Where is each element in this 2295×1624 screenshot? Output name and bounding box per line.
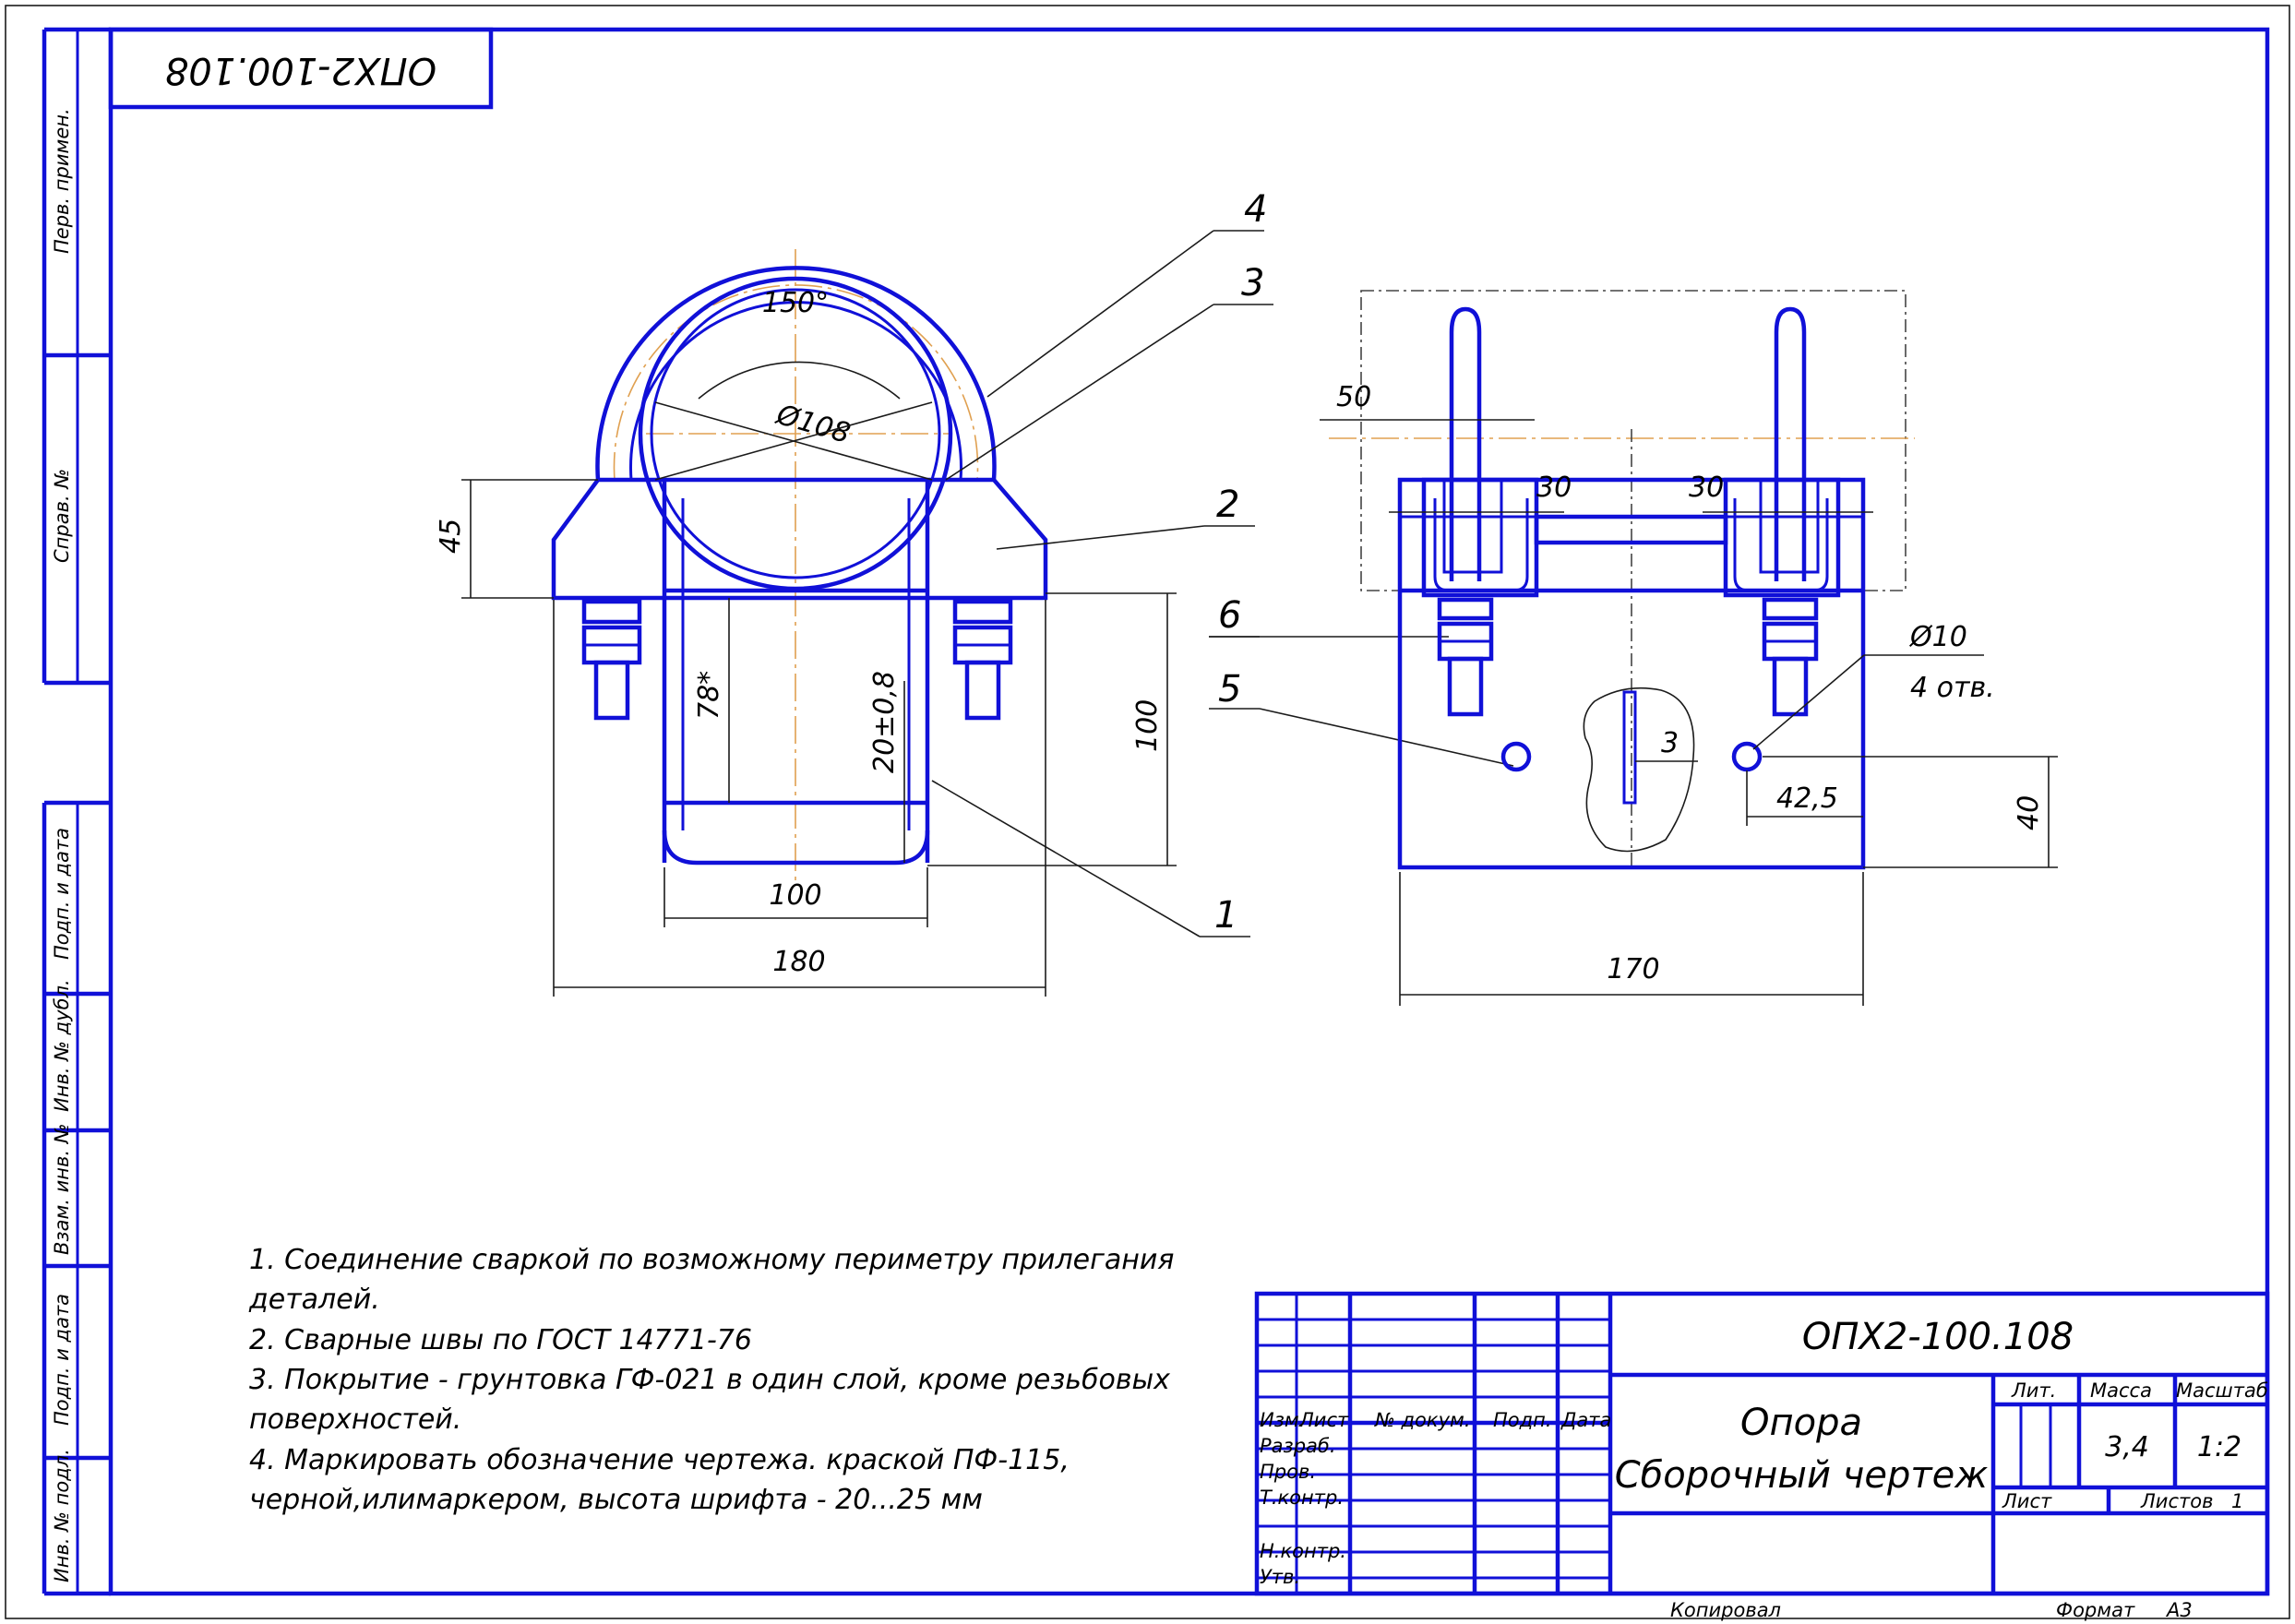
mass-label: Масса: [2090, 1379, 2152, 1402]
scale-label: Масштаб: [2176, 1379, 2268, 1402]
front-view: 150° Ø108 45 78* 20±0,8 100 100 180: [435, 249, 1177, 997]
stamp-podp-data-1: Подп. и дата: [51, 828, 73, 960]
dim-170: 170: [1607, 953, 1659, 985]
mass-value: 3,4: [2105, 1431, 2149, 1463]
dim-50: 50: [1336, 381, 1371, 413]
format-value: А3: [2165, 1599, 2193, 1621]
title-block: Изм. Лист № докум. Подп. Дата Разраб. Пр…: [1254, 1291, 2270, 1596]
note-1b: деталей.: [248, 1284, 380, 1316]
callout-6: 6: [1218, 594, 1241, 637]
row-tkontr: Т.контр.: [1260, 1487, 1344, 1509]
side-stamp: Перв. примен. Справ. № Подп. и дата Инв.…: [42, 27, 111, 1596]
dim-42-5: 42,5: [1776, 782, 1838, 815]
format-label: Формат: [2056, 1599, 2135, 1621]
note-3b: поверхностей.: [249, 1403, 461, 1436]
dim-3: 3: [1661, 727, 1679, 759]
dim-4-holes: 4 отв.: [1910, 672, 1995, 704]
sheets-count: 1: [2231, 1490, 2243, 1512]
callout-3: 3: [1241, 262, 1264, 304]
dim-30-right: 30: [1689, 472, 1724, 504]
title-doc-type: Сборочный чертеж: [1615, 1454, 1989, 1497]
callout-4: 4: [1244, 188, 1267, 231]
col-izm: Изм.: [1260, 1409, 1305, 1431]
scale-value: 1:2: [2197, 1431, 2241, 1463]
dim-40: 40: [2013, 795, 2045, 830]
col-dokum: № докум.: [1374, 1409, 1471, 1431]
col-list: Лист: [1298, 1409, 1349, 1431]
dim-45: 45: [435, 519, 467, 554]
sheet-trim-border: [5, 5, 2290, 1619]
copied-label: Копировал: [1670, 1599, 1781, 1621]
sheet-label: Лист: [2002, 1490, 2052, 1512]
note-2: 2. Сварные швы по ГОСТ 14771-76: [249, 1324, 752, 1356]
stamp-podp-data-2: Подп. и дата: [51, 1294, 73, 1426]
dim-dia-108: Ø108: [771, 398, 854, 449]
note-3a: 3. Покрытие - грунтовка ГФ-021 в один сл…: [249, 1364, 1170, 1396]
title-code: ОПХ2-100.108: [1802, 1316, 2074, 1358]
dim-100-horiz: 100: [769, 879, 821, 912]
drawing-frame: [108, 27, 2270, 1596]
col-data: Дата: [1560, 1409, 1611, 1431]
dim-180: 180: [772, 946, 825, 978]
note-4b: черной,илимаркером, высота шрифта - 20..…: [249, 1484, 983, 1516]
technical-notes: 1. Соединение сваркой по возможному пери…: [248, 1244, 1174, 1516]
row-prov: Пров.: [1260, 1461, 1316, 1483]
stamp-perv-primen: Перв. примен.: [51, 108, 73, 254]
note-1a: 1. Соединение сваркой по возможному пери…: [249, 1244, 1174, 1276]
callout-5: 5: [1218, 668, 1241, 710]
row-nkontr: Н.контр.: [1260, 1540, 1346, 1562]
row-utv: Утв.: [1260, 1566, 1300, 1588]
dim-78: 78*: [693, 671, 725, 720]
rotated-code-box: ОПХ2-100.108: [108, 27, 494, 110]
sheets-label: Листов: [2140, 1490, 2213, 1512]
stamp-vzam-inv: Взам. инв. №: [51, 1123, 73, 1255]
rotated-code: ОПХ2-100.108: [165, 49, 436, 91]
dim-30-left: 30: [1536, 472, 1572, 504]
col-podp: Подп.: [1493, 1409, 1552, 1431]
stamp-sprav: Справ. №: [51, 469, 73, 563]
note-4a: 4. Маркировать обозначение чертежа. крас…: [249, 1444, 1070, 1476]
dim-dia-10: Ø10: [1908, 621, 1967, 653]
stamp-inv-dubl: Инв. № дубл.: [51, 979, 73, 1112]
callout-1: 1: [1214, 894, 1237, 937]
dim-100-vert: 100: [1131, 699, 1164, 752]
dim-20: 20±0,8: [868, 671, 901, 773]
row-razrab: Разраб.: [1260, 1435, 1336, 1457]
callouts: 4 3 2 1 6 5: [931, 188, 1514, 937]
callout-2: 2: [1216, 484, 1239, 526]
dim-angle-150: 150°: [762, 287, 829, 319]
side-view: 50 30 30 Ø10 4 отв. 3 42,5 40 170: [1320, 290, 2058, 1006]
stamp-inv-podl: Инв. № подл.: [51, 1449, 73, 1582]
title-name: Опора: [1740, 1402, 1862, 1444]
lit-label: Лит.: [2011, 1379, 2056, 1402]
